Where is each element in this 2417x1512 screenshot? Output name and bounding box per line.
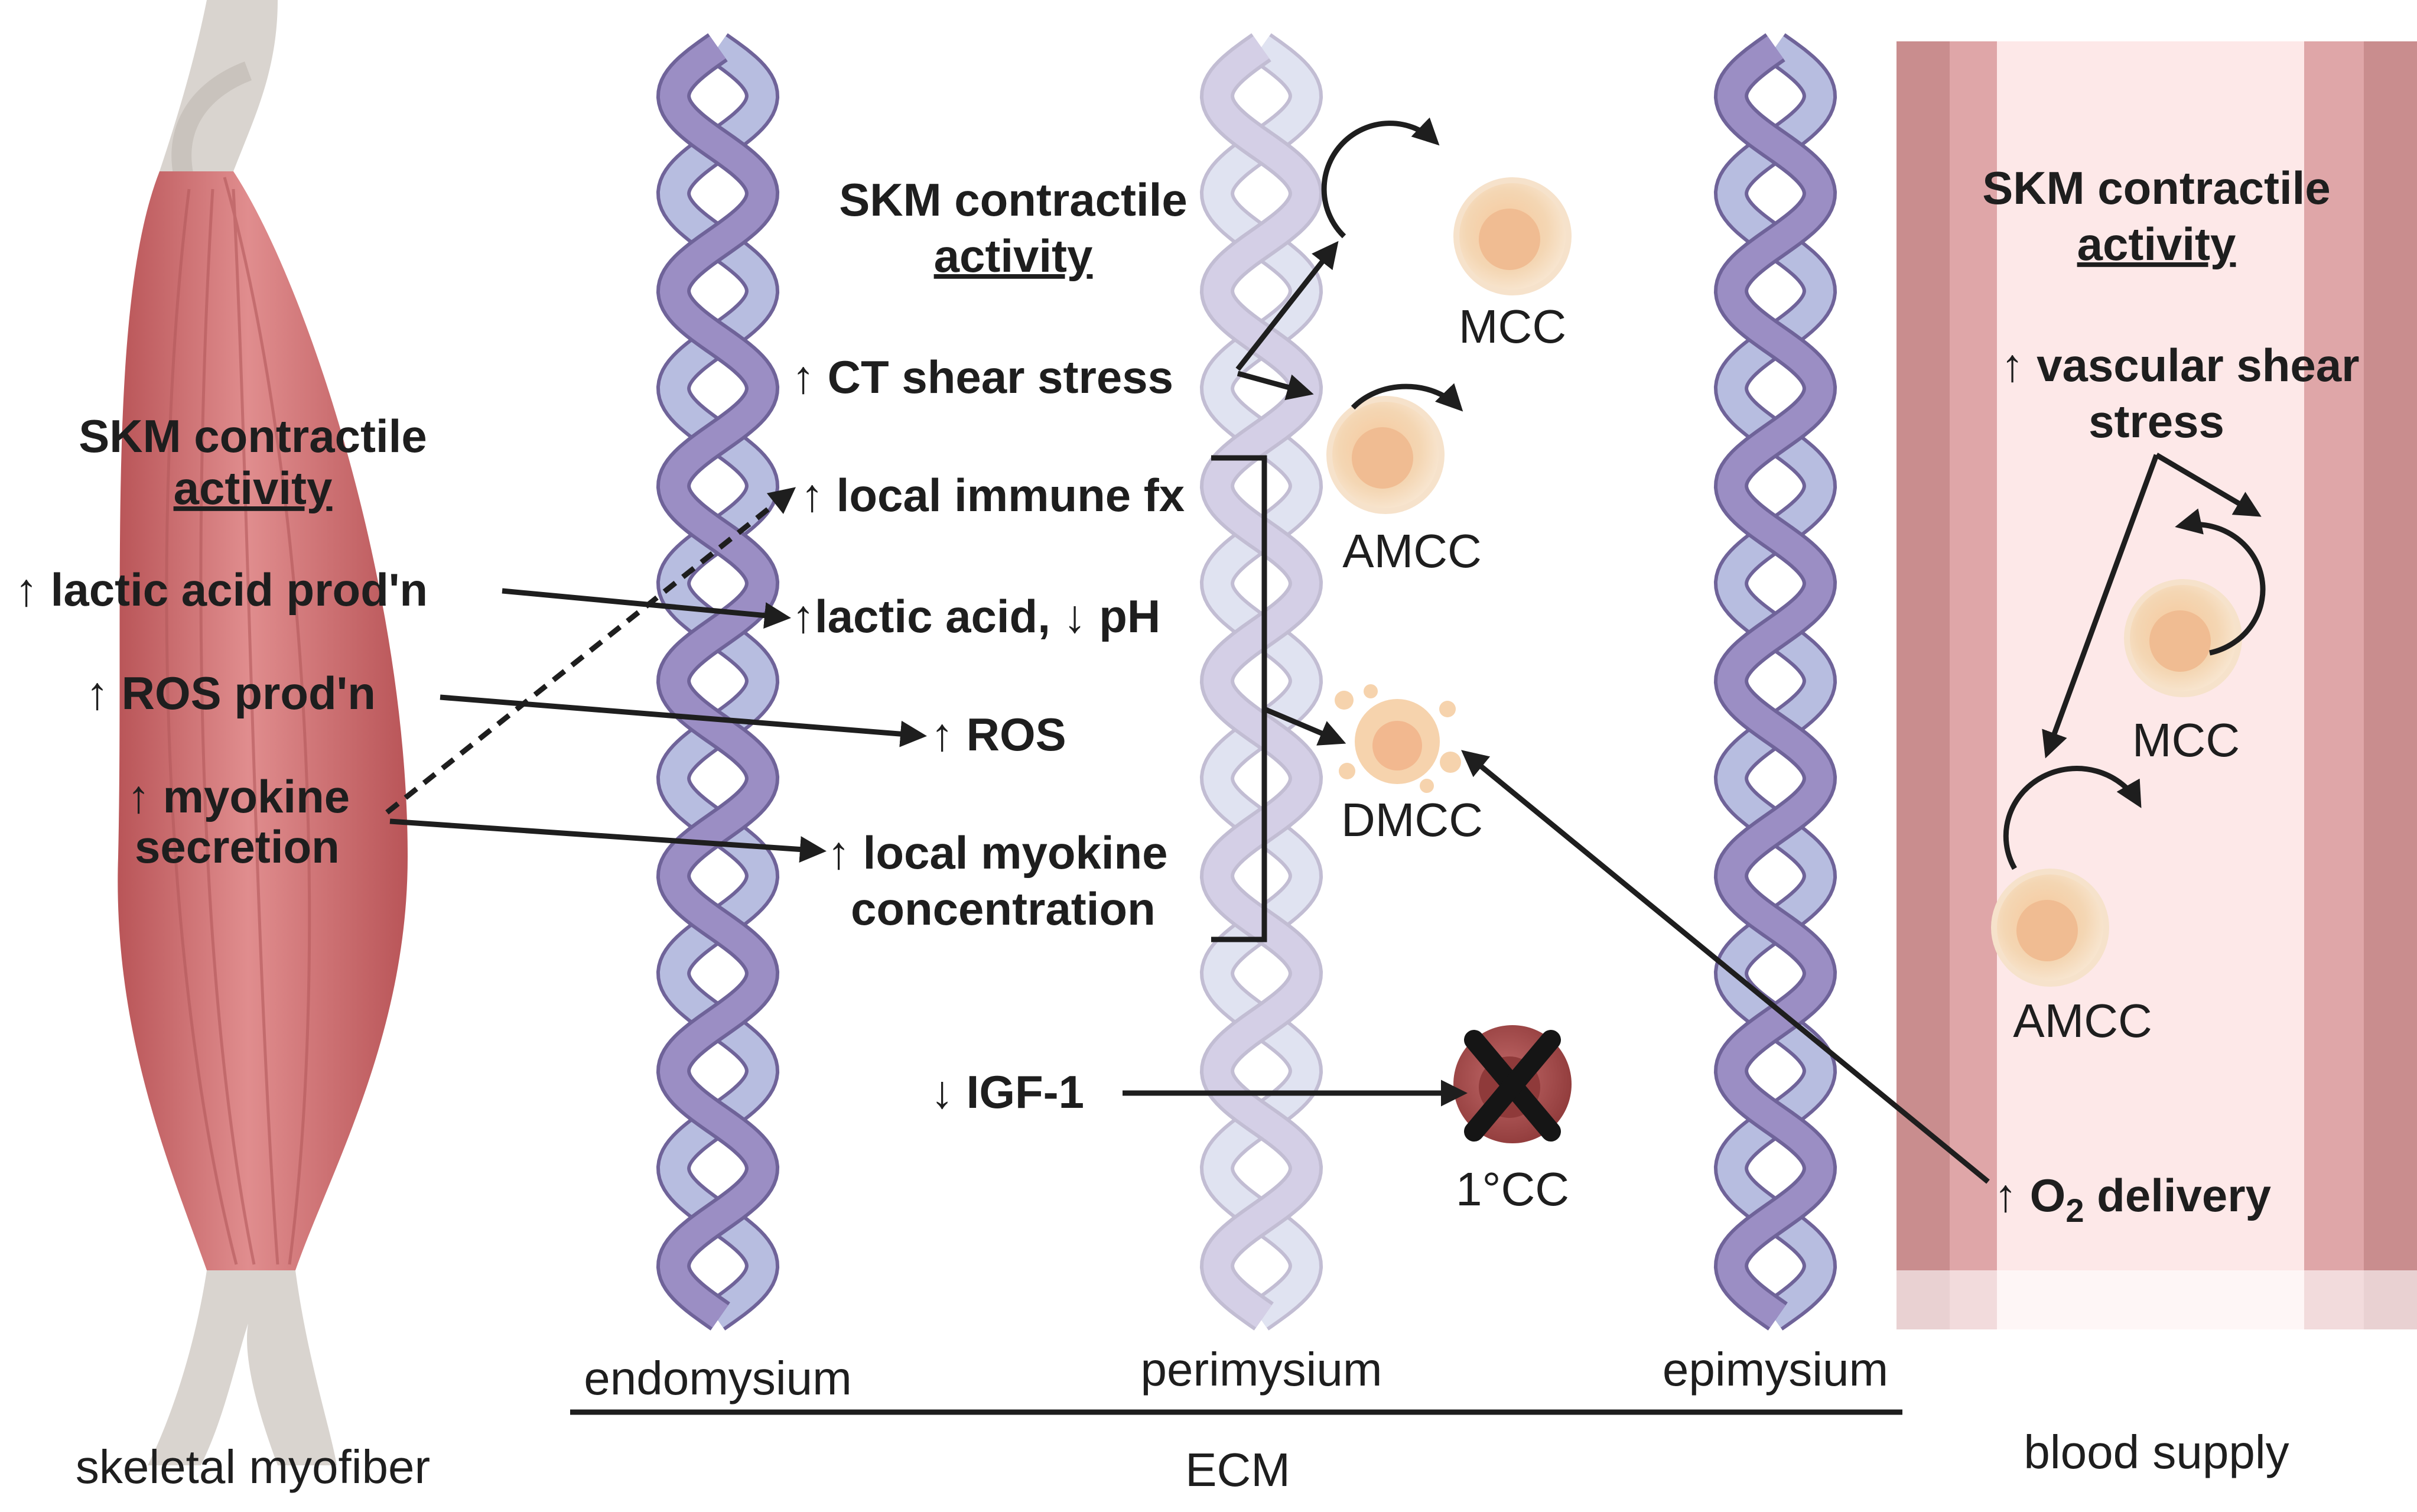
blood-heading-line1: SKM contractile	[1982, 162, 2330, 214]
arrow-bracket-to-dmcc	[1263, 706, 1346, 746]
ecm-heading-line2: activity	[934, 230, 1093, 282]
cell-label-amcc-ecm: AMCC	[1342, 525, 1482, 577]
amcc-cell-ecm	[1326, 396, 1445, 514]
helix-epimysium-strand-1	[1717, 36, 1834, 1328]
ecm-ros: ↑ ROS	[931, 708, 1066, 760]
layer-perimysium: perimysium	[1141, 1343, 1382, 1396]
helix-perimysium-strand-outline-1	[1199, 33, 1323, 1331]
cell-label-primary: 1°CC	[1456, 1163, 1569, 1215]
layer-endomysium: endomysium	[584, 1352, 852, 1404]
cross-x-icon	[1464, 1030, 1561, 1142]
blood-o2-delivery: ↑ O2 delivery	[1994, 1169, 2271, 1229]
ecm-shear: ↑ CT shear stress	[792, 351, 1173, 403]
curl-amcc-vessel	[2003, 766, 2142, 870]
skeletal-myofiber-illustration	[118, 0, 408, 1465]
mcc-cell-vessel	[2124, 579, 2242, 697]
helix-perimysium-strand-0	[1203, 36, 1320, 1328]
muscle-heading-line1: SKM contractile	[79, 410, 427, 462]
arrow-vascular-to-amcc	[2042, 454, 2159, 759]
blood-heading-line2: activity	[2077, 218, 2236, 270]
bracket	[1211, 455, 1267, 942]
ecm-caption: ECM	[1185, 1443, 1290, 1496]
arrow-lactic	[502, 588, 791, 629]
arrow-myokine	[389, 818, 827, 863]
muscle-striations	[165, 177, 311, 1265]
ecm-immune: ↑ local immune fx	[801, 469, 1185, 521]
ecm-heading-line1: SKM contractile	[839, 174, 1187, 226]
cell-label-amcc-vessel: AMCC	[2013, 994, 2152, 1047]
helix-epimysium-strand-0	[1717, 36, 1834, 1328]
dmcc-cell	[1335, 684, 1461, 793]
arrow-immune-dashed	[385, 487, 796, 815]
helix-perimysium-strand-outline-0	[1199, 33, 1323, 1331]
muscle-item-ros: ↑ ROS prod'n	[86, 667, 376, 719]
lower-tendon	[148, 1270, 337, 1465]
arrow-o2	[1461, 750, 1990, 1184]
layer-epimysium: epimysium	[1663, 1343, 1888, 1396]
amcc-cell-vessel	[1991, 869, 2109, 987]
curl-mcc-ecm	[1321, 117, 1440, 239]
helix-perimysium-strand-1	[1203, 36, 1320, 1328]
muscle-heading-line2: activity	[174, 462, 333, 514]
blood-shear-line2: stress	[2089, 395, 2224, 447]
cells	[1326, 177, 2242, 1143]
ecm-collagen-helices	[656, 33, 1837, 1331]
cell-label-dmcc: DMCC	[1341, 794, 1483, 846]
muscle-caption: skeletal myofiber	[76, 1441, 430, 1493]
muscle-item-myokine-line2: secretion	[135, 821, 340, 873]
helix-endomysium	[656, 33, 780, 1331]
muscle-item-lactic: ↑ lactic acid prod'n	[15, 564, 428, 616]
mcc-cell-ecm	[1453, 177, 1572, 295]
ecm-lactic: ↑lactic acid, ↓ pH	[792, 590, 1160, 642]
arrow-vascular-to-mcc	[2155, 453, 2262, 517]
helix-perimysium	[1199, 33, 1323, 1331]
helix-epimysium	[1713, 33, 1837, 1331]
arrows	[385, 117, 2266, 1184]
cell-label-mcc-vessel: MCC	[2132, 714, 2240, 766]
primary-cancer-cell	[1453, 1025, 1572, 1143]
muscle-belly	[118, 171, 408, 1270]
arrow-shear-to-mcc	[1235, 240, 1339, 371]
muscle-item-myokine-line1: ↑ myokine	[127, 770, 350, 822]
ecm-igf: ↓ IGF-1	[931, 1066, 1084, 1118]
ecm-myokine-line2: concentration	[851, 883, 1156, 935]
ecm-myokine-line1: ↑ local myokine	[827, 827, 1168, 879]
blood-shear-line1: ↑ vascular shear	[2000, 339, 2359, 391]
cell-label-mcc-ecm: MCC	[1459, 300, 1566, 353]
curl-amcc-ecm	[1351, 383, 1463, 412]
helix-endomysium-strand-1	[659, 36, 776, 1328]
arrow-shear-to-amcc	[1237, 370, 1314, 401]
upper-tendon-strand	[171, 61, 252, 199]
blood-caption: blood supply	[2024, 1426, 2289, 1478]
helix-endomysium-strand-0	[659, 36, 776, 1328]
curl-mcc-vessel	[2175, 508, 2266, 656]
